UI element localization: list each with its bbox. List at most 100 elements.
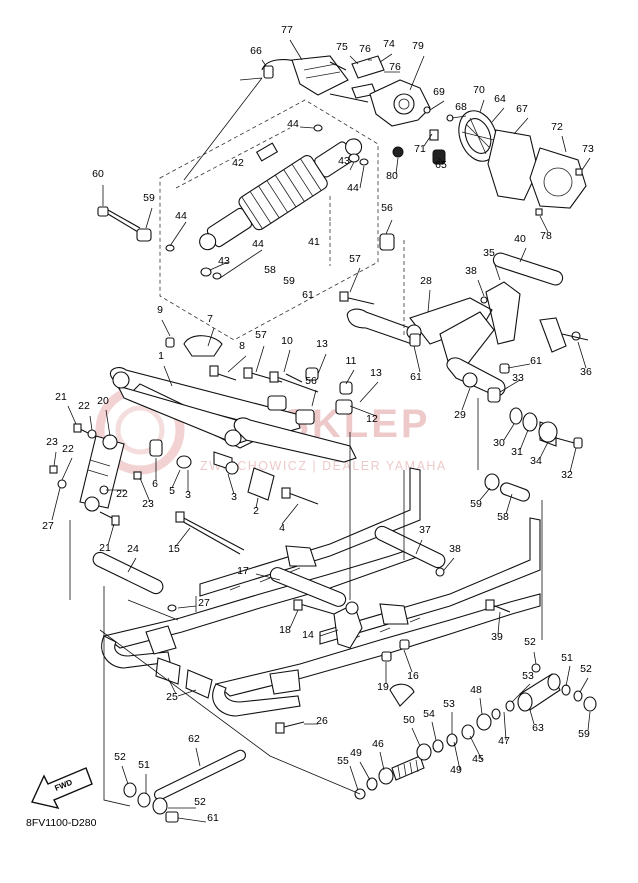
rail-bracket bbox=[285, 545, 317, 567]
callout-14: 14 bbox=[302, 629, 314, 641]
rail-bushings-25 bbox=[155, 657, 318, 734]
callout-45: 45 bbox=[472, 753, 484, 765]
callout-25: 25 bbox=[166, 691, 178, 703]
callout-3: 3 bbox=[185, 489, 191, 501]
callout-58: 58 bbox=[497, 511, 509, 523]
callout-50: 50 bbox=[403, 714, 415, 726]
callout-32: 32 bbox=[561, 469, 573, 481]
callout-18: 18 bbox=[279, 624, 291, 636]
callout-21: 21 bbox=[99, 542, 111, 554]
callout-27: 27 bbox=[198, 597, 210, 609]
shaft-24 bbox=[92, 551, 164, 595]
callout-3: 3 bbox=[231, 491, 237, 503]
callout-51: 51 bbox=[138, 759, 150, 771]
callout-57: 57 bbox=[349, 253, 361, 265]
callout-22: 22 bbox=[116, 488, 128, 500]
callout-23: 23 bbox=[46, 436, 58, 448]
assembly-guide-lines bbox=[69, 520, 361, 807]
callout-61: 61 bbox=[530, 355, 542, 367]
callout-49: 49 bbox=[450, 764, 462, 776]
callout-55: 55 bbox=[337, 755, 349, 767]
callout-73: 73 bbox=[582, 143, 594, 155]
callout-11: 11 bbox=[346, 355, 357, 367]
callout-16: 16 bbox=[407, 670, 419, 682]
callout-76: 76 bbox=[389, 61, 401, 73]
callout-53: 53 bbox=[443, 698, 455, 710]
callout-61: 61 bbox=[207, 812, 219, 824]
shock-label-plate bbox=[255, 142, 279, 162]
callout-44: 44 bbox=[252, 238, 264, 250]
callout-61: 61 bbox=[410, 371, 422, 383]
callout-44: 44 bbox=[175, 210, 187, 222]
callout-22: 22 bbox=[62, 443, 74, 455]
callout-59: 59 bbox=[578, 728, 590, 740]
callout-68: 68 bbox=[455, 101, 467, 113]
callout-33: 33 bbox=[512, 372, 524, 384]
callout-53: 53 bbox=[522, 670, 534, 682]
callout-10: 10 bbox=[281, 335, 293, 347]
callout-52: 52 bbox=[194, 796, 206, 808]
callout-71: 71 bbox=[414, 143, 426, 155]
callout-15: 15 bbox=[168, 543, 180, 555]
shaft-37 bbox=[374, 525, 455, 577]
forward-direction-arrow: FWD bbox=[31, 767, 93, 810]
callout-8: 8 bbox=[239, 340, 245, 352]
callout-31: 31 bbox=[511, 446, 523, 458]
callout-63: 63 bbox=[532, 722, 544, 734]
callout-43: 43 bbox=[338, 155, 350, 167]
callout-5: 5 bbox=[169, 485, 175, 497]
callout-21: 21 bbox=[55, 391, 67, 403]
callout-35: 35 bbox=[483, 247, 495, 259]
callout-43: 43 bbox=[218, 255, 230, 267]
callout-36: 36 bbox=[580, 366, 592, 378]
callout-78: 78 bbox=[540, 230, 552, 242]
callout-19: 19 bbox=[377, 681, 389, 693]
callout-60: 60 bbox=[92, 168, 104, 180]
callout-7: 7 bbox=[207, 313, 213, 325]
callout-22: 22 bbox=[78, 400, 90, 412]
callout-65: 65 bbox=[435, 159, 447, 171]
upper-rear-arm bbox=[329, 196, 589, 411]
callout-75: 75 bbox=[336, 41, 348, 53]
callout-49: 49 bbox=[350, 747, 362, 759]
bushings-30-31-34 bbox=[503, 407, 583, 473]
callout-59: 59 bbox=[283, 275, 295, 287]
callout-59: 59 bbox=[143, 192, 155, 204]
bolt-60 bbox=[97, 185, 153, 242]
callout-52: 52 bbox=[114, 751, 126, 763]
callout-37: 37 bbox=[419, 524, 431, 536]
shock-absorber bbox=[199, 138, 363, 251]
top-gear-assembly bbox=[261, 39, 591, 233]
front-arm bbox=[109, 319, 379, 463]
callout-44: 44 bbox=[287, 118, 299, 130]
callout-51: 51 bbox=[561, 652, 573, 664]
callout-72: 72 bbox=[551, 121, 563, 133]
callout-38: 38 bbox=[449, 543, 461, 555]
callout-64: 64 bbox=[494, 93, 506, 105]
callout-74: 74 bbox=[383, 38, 395, 50]
callout-17: 17 bbox=[237, 565, 249, 577]
shaft-17 bbox=[255, 567, 347, 607]
callout-44: 44 bbox=[347, 182, 359, 194]
callout-29: 29 bbox=[454, 409, 466, 421]
callout-58: 58 bbox=[264, 264, 276, 276]
callout-80: 80 bbox=[386, 170, 398, 182]
watermark-tagline: ZWIECHOWICZ | DEALER YAMAHA bbox=[200, 459, 447, 473]
callout-52: 52 bbox=[524, 636, 536, 648]
callout-46: 46 bbox=[372, 738, 384, 750]
callout-56: 56 bbox=[381, 202, 393, 214]
callout-62: 62 bbox=[188, 733, 200, 745]
callout-56: 56 bbox=[305, 375, 317, 387]
callout-20: 20 bbox=[97, 395, 109, 407]
shock-absorber-group bbox=[159, 99, 379, 341]
callout-34: 34 bbox=[530, 455, 542, 467]
callout-77: 77 bbox=[281, 24, 293, 36]
callout-24: 24 bbox=[127, 543, 139, 555]
callout-13: 13 bbox=[316, 338, 328, 350]
callout-41: 41 bbox=[308, 236, 320, 248]
shaft-62 bbox=[121, 747, 246, 823]
rear-collars-58-59 bbox=[479, 473, 531, 515]
callout-13: 13 bbox=[370, 367, 382, 379]
